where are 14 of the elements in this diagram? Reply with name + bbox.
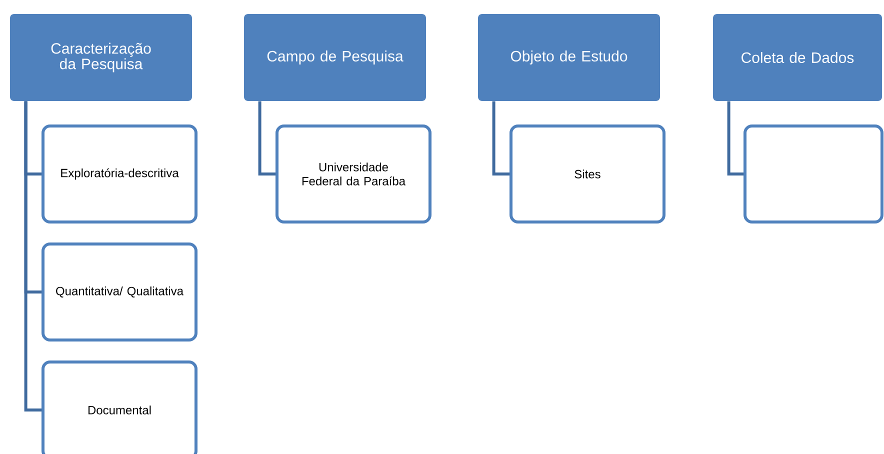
heading-box: Caracterização da Pesquisa <box>10 14 192 101</box>
item-box <box>744 124 884 224</box>
connector-line <box>727 101 744 176</box>
item-box: Universidade Federal da Paraíba <box>276 124 432 224</box>
item-box: Sites <box>510 124 666 224</box>
heading-box: Objeto de Estudo <box>478 14 660 101</box>
item-box: Exploratória-descritiva <box>42 124 198 224</box>
connector-line <box>24 101 42 412</box>
heading-box: Coleta de Dados <box>713 14 882 101</box>
item-box: Quantitativa/ Qualitativa <box>42 242 198 342</box>
item-box: Documental <box>42 360 198 454</box>
connector-line <box>492 101 510 176</box>
connector-line <box>258 101 276 176</box>
heading-box: Campo de Pesquisa <box>244 14 426 101</box>
